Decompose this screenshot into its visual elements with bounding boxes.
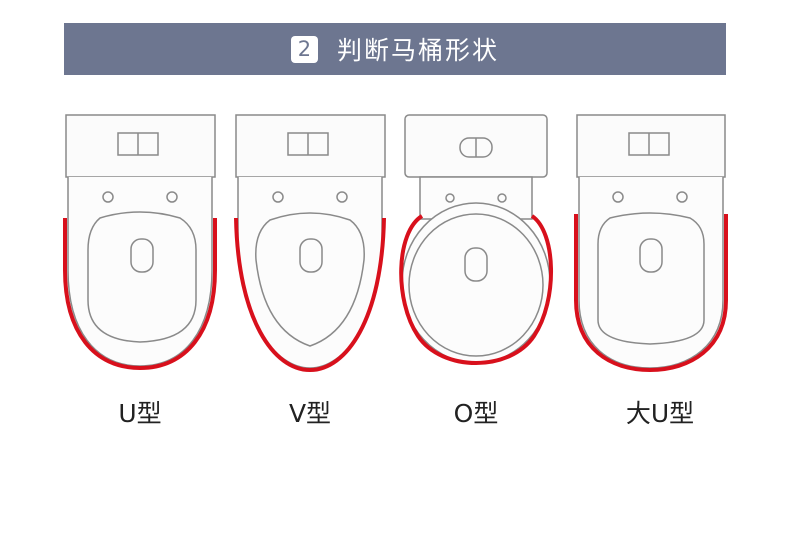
section-header-banner: 2 判断马桶形状 xyxy=(64,23,726,75)
big-u-shape-highlight-outline xyxy=(574,214,728,373)
u-shape-toilet-drawing xyxy=(63,114,217,371)
toilet-label-v: V型 xyxy=(288,399,332,428)
step-number-badge: 2 xyxy=(290,35,318,63)
toilet-label-u: U型 xyxy=(118,399,162,428)
toilet-label-o: O型 xyxy=(453,399,499,428)
v-shape-highlight-outline xyxy=(234,217,386,373)
toilet-label-big-u: 大U型 xyxy=(625,399,695,428)
section-title: 判断马桶形状 xyxy=(336,36,499,65)
v-shape-toilet-drawing xyxy=(234,114,386,373)
o-shape-highlight-outline xyxy=(399,214,553,365)
u-shape-highlight-outline xyxy=(63,218,217,371)
o-shape-toilet-drawing xyxy=(399,114,553,365)
big-u-shape-toilet-drawing xyxy=(574,114,728,373)
